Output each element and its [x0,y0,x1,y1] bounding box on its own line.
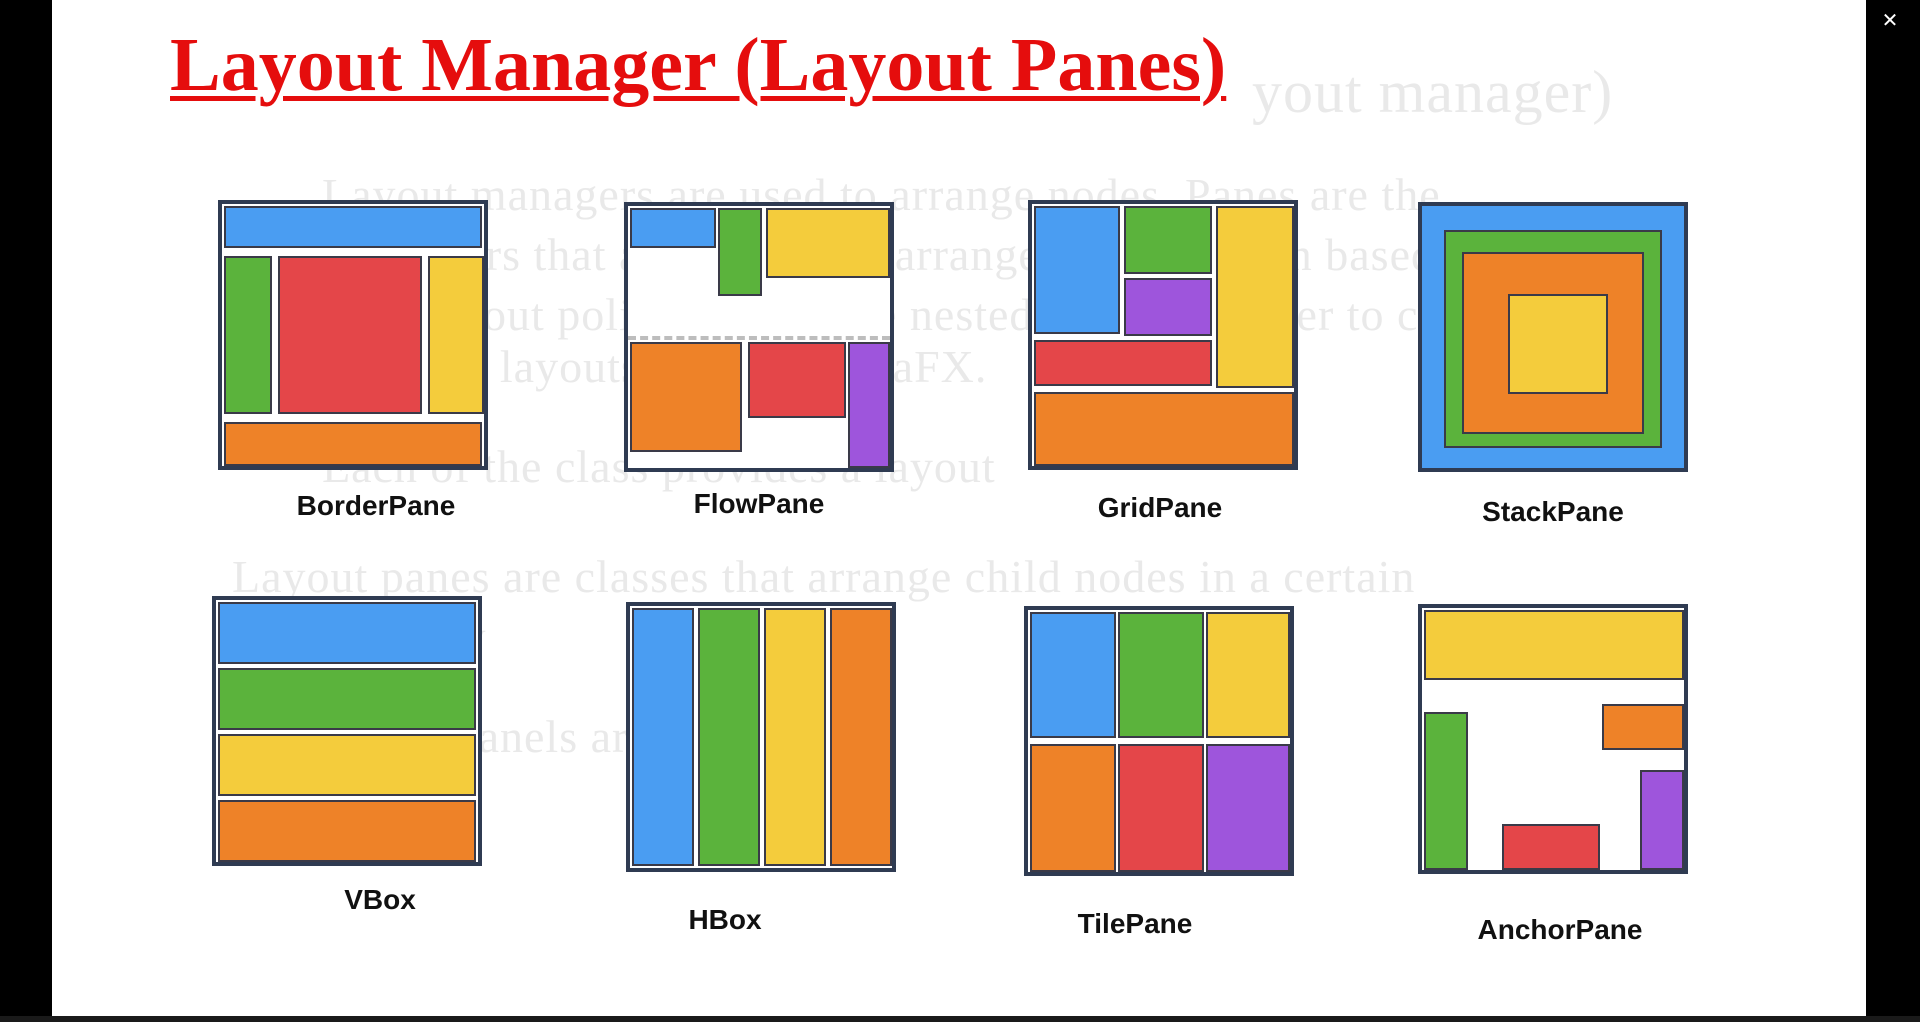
flowpane-diagram [624,202,894,472]
tile-block [1030,744,1116,872]
vbox-block [218,734,476,796]
minimize-icon[interactable]: — [1768,8,1788,31]
tilepane-diagram [1024,606,1294,876]
right-block [428,256,484,414]
pane-label: VBox [344,884,416,915]
flow-block [630,208,716,248]
pane-label: BorderPane [296,490,456,521]
anchor-block [1424,610,1684,680]
vbox-block [218,602,476,664]
anchor-block [1502,824,1600,870]
flow-wrap-line [628,336,890,340]
hbox-block [830,608,892,866]
pane-label: HBox [688,904,762,935]
pane-label: AnchorPane [1477,914,1643,945]
flow-block [848,342,890,468]
bottom-block [224,422,482,466]
stackpane-diagram [1418,202,1688,472]
flow-block [630,342,742,452]
restore-icon[interactable]: ❐ [1826,12,1842,29]
grid-block [1124,278,1212,336]
vbox-block [218,668,476,730]
pane-label: StackPane [1482,496,1624,527]
hbox-block [632,608,694,866]
stack-layer [1508,294,1608,394]
grid-block [1124,206,1212,274]
flow-block [718,208,762,296]
hbox-block [698,608,760,866]
left-block [224,256,272,414]
anchorpane-diagram [1418,604,1688,874]
flow-block [766,208,890,278]
ghost-text: their layout policy and can be nested in… [322,289,1513,340]
top-block [224,206,482,248]
hbox-diagram [626,602,896,872]
grid-block [1034,340,1212,386]
grid-block [1034,206,1120,334]
hbox-block [764,608,826,866]
pane-label: GridPane [1097,492,1223,523]
close-icon[interactable]: ✕ [1881,9,1899,32]
slide: yout manager) Layout managers are used t… [52,0,1866,1016]
anchor-block [1424,712,1468,870]
anchor-block [1640,770,1684,870]
anchor-block [1602,704,1684,750]
vbox-diagram [212,596,482,866]
gridpane-diagram [1028,200,1298,470]
tile-block [1118,744,1204,872]
center-block [278,256,422,414]
pane-label: FlowPane [693,488,825,519]
ghost-text: yout manager) [1252,59,1614,125]
tile-block [1118,612,1204,738]
vbox-block [218,800,476,862]
tile-block [1206,744,1290,872]
borderpane-diagram [218,200,488,470]
bottom-bar [0,1016,1920,1022]
flow-block [748,342,846,418]
pane-label: TilePane [1077,908,1193,939]
slide-title: Layout Manager (Layout Panes) [170,23,1227,107]
grid-block [1216,206,1294,388]
grid-block [1034,392,1294,466]
ghost-text: containers that automatically arrange th… [322,229,1496,280]
tile-block [1206,612,1290,738]
tile-block [1030,612,1116,738]
